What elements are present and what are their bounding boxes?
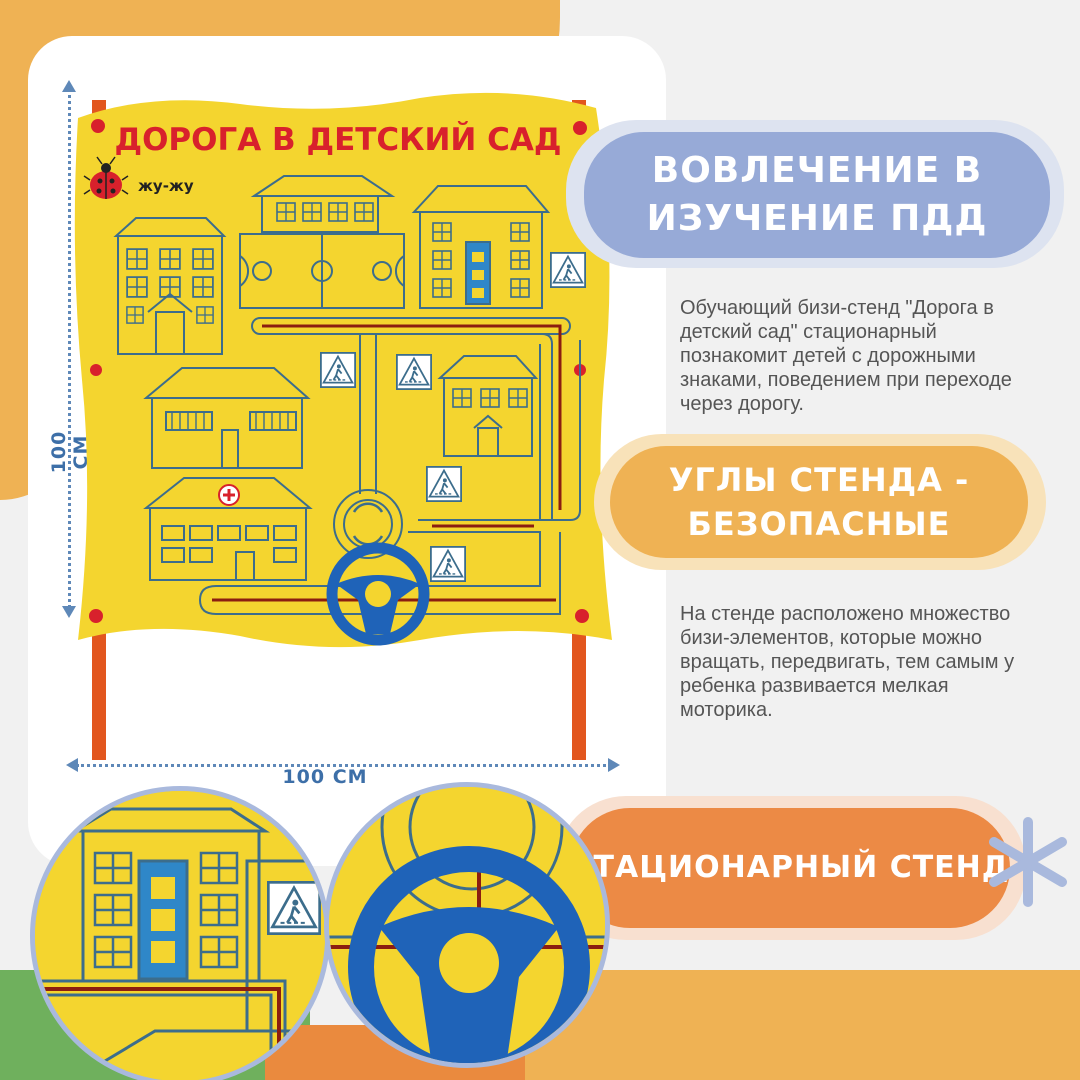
zoom-building-detail bbox=[30, 786, 330, 1080]
arrow-up-icon bbox=[62, 80, 76, 92]
description-second: На стенде расположено множество бизи-эле… bbox=[680, 603, 1015, 721]
description-first: Обучающий бизи-стенд "Дорога в детский с… bbox=[680, 297, 1012, 415]
width-dimension-line bbox=[76, 764, 612, 767]
pedestrian-crossing-sign-icon bbox=[320, 352, 356, 388]
arrow-right-icon bbox=[608, 758, 620, 772]
asterisk-icon bbox=[989, 817, 1067, 907]
board-title: ДОРОГА В ДЕТСКИЙ САД bbox=[114, 122, 561, 158]
pedestrian-crossing-sign-icon bbox=[430, 546, 466, 582]
background-stripe bbox=[525, 970, 1080, 1080]
slider-track[interactable] bbox=[262, 324, 562, 510]
building-windows bbox=[126, 202, 530, 563]
badge-safe-corners: УГЛЫ СТЕНДА - БЕЗОПАСНЫЕ bbox=[610, 446, 1028, 558]
arrow-down-icon bbox=[62, 606, 76, 618]
ladybug-icon bbox=[83, 156, 129, 199]
arrow-left-icon bbox=[66, 758, 78, 772]
pedestrian-crossing-sign-icon bbox=[426, 466, 462, 502]
badge-traffic-rules: ВОВЛЕЧЕНИЕ В ИЗУЧЕНИЕ ПДД bbox=[584, 132, 1050, 258]
pedestrian-crossing-sign-icon bbox=[396, 354, 432, 390]
steering-wheel-icon[interactable] bbox=[326, 542, 430, 646]
pedestrian-crossing-sign-icon bbox=[550, 252, 586, 288]
brand-name: жу-жу bbox=[138, 177, 194, 195]
width-label: 100 СМ bbox=[282, 766, 368, 788]
badge-stationary: СТАЦИОНАРНЫЙ СТЕНД bbox=[570, 808, 1010, 928]
busy-board-illustration: ДОРОГА В ДЕТСКИЙ САД жу-жу bbox=[74, 92, 613, 760]
zoom-steering-wheel-detail bbox=[324, 782, 610, 1068]
red-cross-icon bbox=[218, 484, 240, 506]
height-dimension-line bbox=[68, 88, 71, 608]
buildings bbox=[113, 175, 581, 615]
